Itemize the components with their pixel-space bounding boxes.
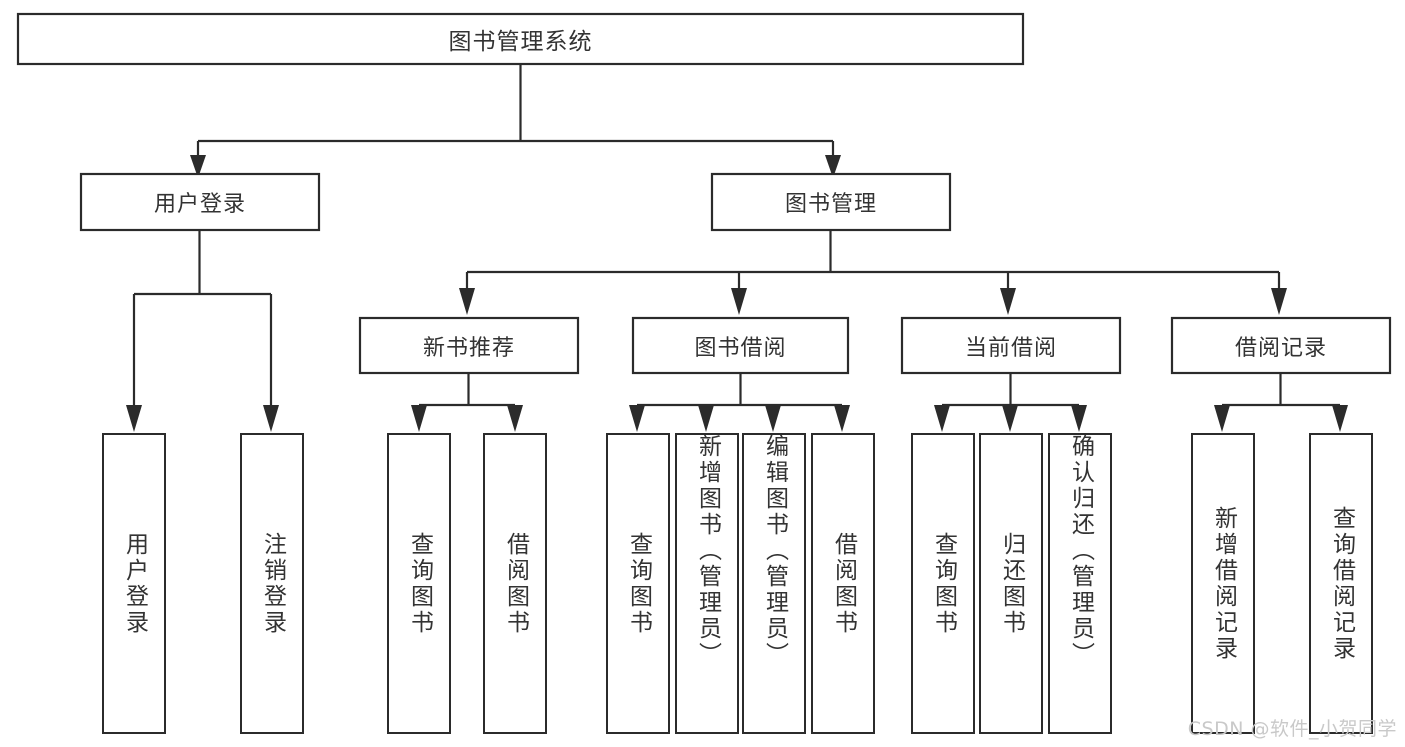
node-box-book-manage[interactable] xyxy=(710,172,952,232)
arrow-book-borrow-leaf-2 xyxy=(698,405,714,432)
node-box-borrow-record[interactable] xyxy=(1170,316,1392,375)
arrow-user-login-leaf-1 xyxy=(126,405,142,432)
arrow-book-manage-to-current-borrow xyxy=(1000,288,1016,315)
arrow-book-borrow-leaf-4 xyxy=(834,405,850,432)
node-box-leaf-query-record[interactable] xyxy=(1309,433,1373,734)
node-box-leaf-query-book-3[interactable] xyxy=(911,433,975,734)
node-box-root[interactable] xyxy=(16,12,1025,66)
connector-new-book-recommend-to-leaves xyxy=(417,373,517,408)
arrow-book-manage-to-new-book-recommend xyxy=(459,288,475,315)
arrow-book-borrow-leaf-1 xyxy=(629,405,645,432)
node-box-current-borrow[interactable] xyxy=(900,316,1122,375)
connector-user-login-to-leaves xyxy=(132,230,273,408)
connector-borrow-record-to-leaves xyxy=(1220,373,1342,408)
node-box-leaf-user-login[interactable] xyxy=(102,433,166,734)
node-box-leaf-borrow-book-1[interactable] xyxy=(483,433,547,734)
connector-current-borrow-to-leaves xyxy=(940,373,1081,408)
arrow-current-borrow-leaf-2 xyxy=(1002,405,1018,432)
node-box-book-borrow[interactable] xyxy=(631,316,850,375)
arrow-root-to-user-login xyxy=(190,155,206,178)
arrow-root-to-book-manage xyxy=(825,155,841,178)
connector-root-to-level1 xyxy=(196,64,835,163)
arrow-borrow-record-leaf-2 xyxy=(1332,405,1348,432)
node-box-leaf-query-book-2[interactable] xyxy=(606,433,670,734)
node-box-leaf-logout-login[interactable] xyxy=(240,433,304,734)
arrow-borrow-record-leaf-1 xyxy=(1214,405,1230,432)
arrow-book-manage-to-borrow-record xyxy=(1271,288,1287,315)
node-box-new-book-recommend[interactable] xyxy=(358,316,580,375)
connector-book-borrow-to-leaves xyxy=(635,373,844,408)
connector-book-manage-to-level2 xyxy=(465,230,1281,290)
arrow-current-borrow-leaf-1 xyxy=(934,405,950,432)
arrow-book-borrow-leaf-3 xyxy=(765,405,781,432)
arrow-book-manage-to-book-borrow xyxy=(731,288,747,315)
arrow-new-book-leaf-1 xyxy=(411,405,427,432)
node-box-leaf-borrow-book-2[interactable] xyxy=(811,433,875,734)
node-box-leaf-add-book[interactable] xyxy=(675,433,739,734)
node-box-leaf-add-record[interactable] xyxy=(1191,433,1255,734)
node-box-leaf-query-book-1[interactable] xyxy=(387,433,451,734)
arrow-new-book-leaf-2 xyxy=(507,405,523,432)
arrow-current-borrow-leaf-3 xyxy=(1071,405,1087,432)
node-box-leaf-edit-book[interactable] xyxy=(742,433,806,734)
arrow-user-login-leaf-2 xyxy=(263,405,279,432)
node-box-user-login[interactable] xyxy=(79,172,321,232)
csdn-watermark: CSDN @软件_小贺同学 xyxy=(1187,718,1397,740)
node-box-leaf-return-book[interactable] xyxy=(979,433,1043,734)
node-box-leaf-confirm-return[interactable] xyxy=(1048,433,1112,734)
